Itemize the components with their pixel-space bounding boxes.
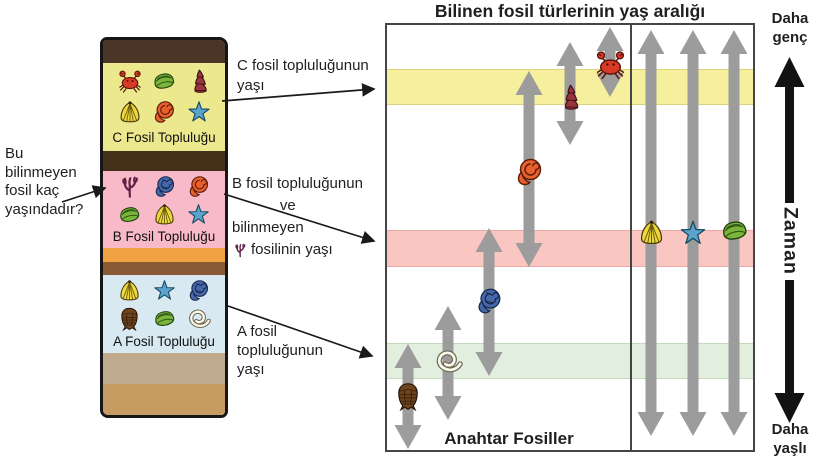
fossil-clam-icon <box>719 215 750 246</box>
key-fossils-label: Anahtar Fosiller <box>444 429 574 448</box>
fossil-trilobite-icon <box>117 306 142 332</box>
fossil-turret-icon <box>186 68 212 94</box>
annotation-text: A fosil <box>237 323 278 340</box>
fossil-row <box>103 68 225 94</box>
fossil-spiral-icon <box>186 306 211 331</box>
fossil-clam-icon <box>151 68 177 94</box>
question-text: Bu bilinmeyen fosil kaç yaşındadır? <box>5 145 84 218</box>
fossil-nautilus-blue-icon <box>152 174 177 199</box>
fossil-scallop-icon <box>117 99 143 125</box>
annotation-text: yaşı <box>237 361 265 378</box>
annotation-line: fosilinin yaşı <box>232 239 387 261</box>
time-arrow-down <box>774 280 805 423</box>
fossil-row <box>103 99 225 125</box>
annotation-a-age: A fosil topluluğunun yaşı <box>237 322 362 379</box>
panel-divider <box>630 23 632 452</box>
layer-rock-4 <box>103 248 225 262</box>
fossil-starfish-icon <box>678 218 708 248</box>
fossil-starfish-icon <box>186 202 211 227</box>
layer-c-fossil-bed: C Fosil Topluluğu <box>103 63 225 151</box>
layer-rock-8 <box>103 384 225 415</box>
annotation-line: A fosil <box>237 322 362 341</box>
fossil-nautilus-blue-icon <box>186 278 211 303</box>
annotation-text: ve <box>279 197 296 214</box>
layer-label: C Fosil Topluluğu <box>112 130 216 145</box>
fossil-row <box>103 306 225 332</box>
fossil-branch-icon <box>232 242 248 258</box>
time-younger-label: Daha genç <box>771 10 809 46</box>
layer-rock-7 <box>103 353 225 384</box>
annotation-line: ve <box>232 195 344 217</box>
annotation-text: fosilinin yaşı <box>251 241 333 258</box>
fossil-row <box>103 174 225 199</box>
annotation-text: bilinmeyen <box>232 219 304 236</box>
annotation-c-age: C fosil topluluğunun yaşı <box>237 56 397 96</box>
annotation-line: yaşı <box>237 76 397 96</box>
fossil-nautilus-orange-icon <box>151 99 177 125</box>
layer-label: A Fosil Topluluğu <box>113 334 215 349</box>
annotation-text: topluluğunun <box>237 342 323 359</box>
layer-label: B Fosil Topluluğu <box>112 229 216 245</box>
fossil-nautilus-orange-icon <box>186 174 211 199</box>
fossil-trilobite-icon <box>393 381 423 412</box>
time-arrow-up <box>774 57 805 203</box>
fossil-clam-icon <box>117 202 142 227</box>
layer-a-fossil-bed: A Fosil Topluluğu <box>103 275 225 353</box>
fossil-scallop-icon <box>152 202 177 227</box>
fossil-clam-icon <box>152 306 177 331</box>
annotation-line: C fosil topluluğunun <box>237 56 397 76</box>
time-older-label: Daha yaşlı <box>771 421 809 456</box>
annotation-line: yaşı <box>237 360 362 379</box>
layer-rock-0 <box>103 40 225 63</box>
fossil-spiral-icon <box>433 346 463 376</box>
annotation-b-age: B fosil topluluğunun ve bilinmeyen fosilini… <box>232 173 387 261</box>
annotation-line: topluluğunun <box>237 341 362 360</box>
layer-b-fossil-bed: B Fosil Topluluğu <box>103 171 225 248</box>
fossil-crab-icon <box>594 48 627 81</box>
layer-rock-2 <box>103 151 225 171</box>
fossil-row <box>103 278 225 303</box>
fossil-row <box>103 202 225 227</box>
strat-column: C Fosil Topluluğu B Fosil Topluluğu A Fosi… <box>100 37 228 418</box>
fossil-crab-icon <box>117 68 143 94</box>
fossil-scallop-icon <box>637 218 666 247</box>
fossil-turret-icon <box>556 83 584 111</box>
annotation-text: C fosil topluluğunun <box>237 57 369 74</box>
fossil-nautilus-orange-icon <box>513 156 545 188</box>
annotation-text: yaşı <box>237 77 265 94</box>
fossil-starfish-icon <box>186 99 212 125</box>
annotation-line: bilinmeyen <box>232 217 387 239</box>
time-axis-label: Zaman <box>779 207 802 275</box>
chart-title: Bilinen fosil türlerinin yaş aralığı <box>434 1 706 21</box>
fossil-branch-icon <box>117 174 142 199</box>
annotation-line: B fosil topluluğunun <box>232 173 387 195</box>
annotation-text: B fosil topluluğunun <box>232 175 363 192</box>
fossil-nautilus-blue-icon <box>474 286 504 316</box>
layer-rock-5 <box>103 262 225 275</box>
fossil-scallop-icon <box>117 278 142 303</box>
fossil-starfish-icon <box>152 278 177 303</box>
